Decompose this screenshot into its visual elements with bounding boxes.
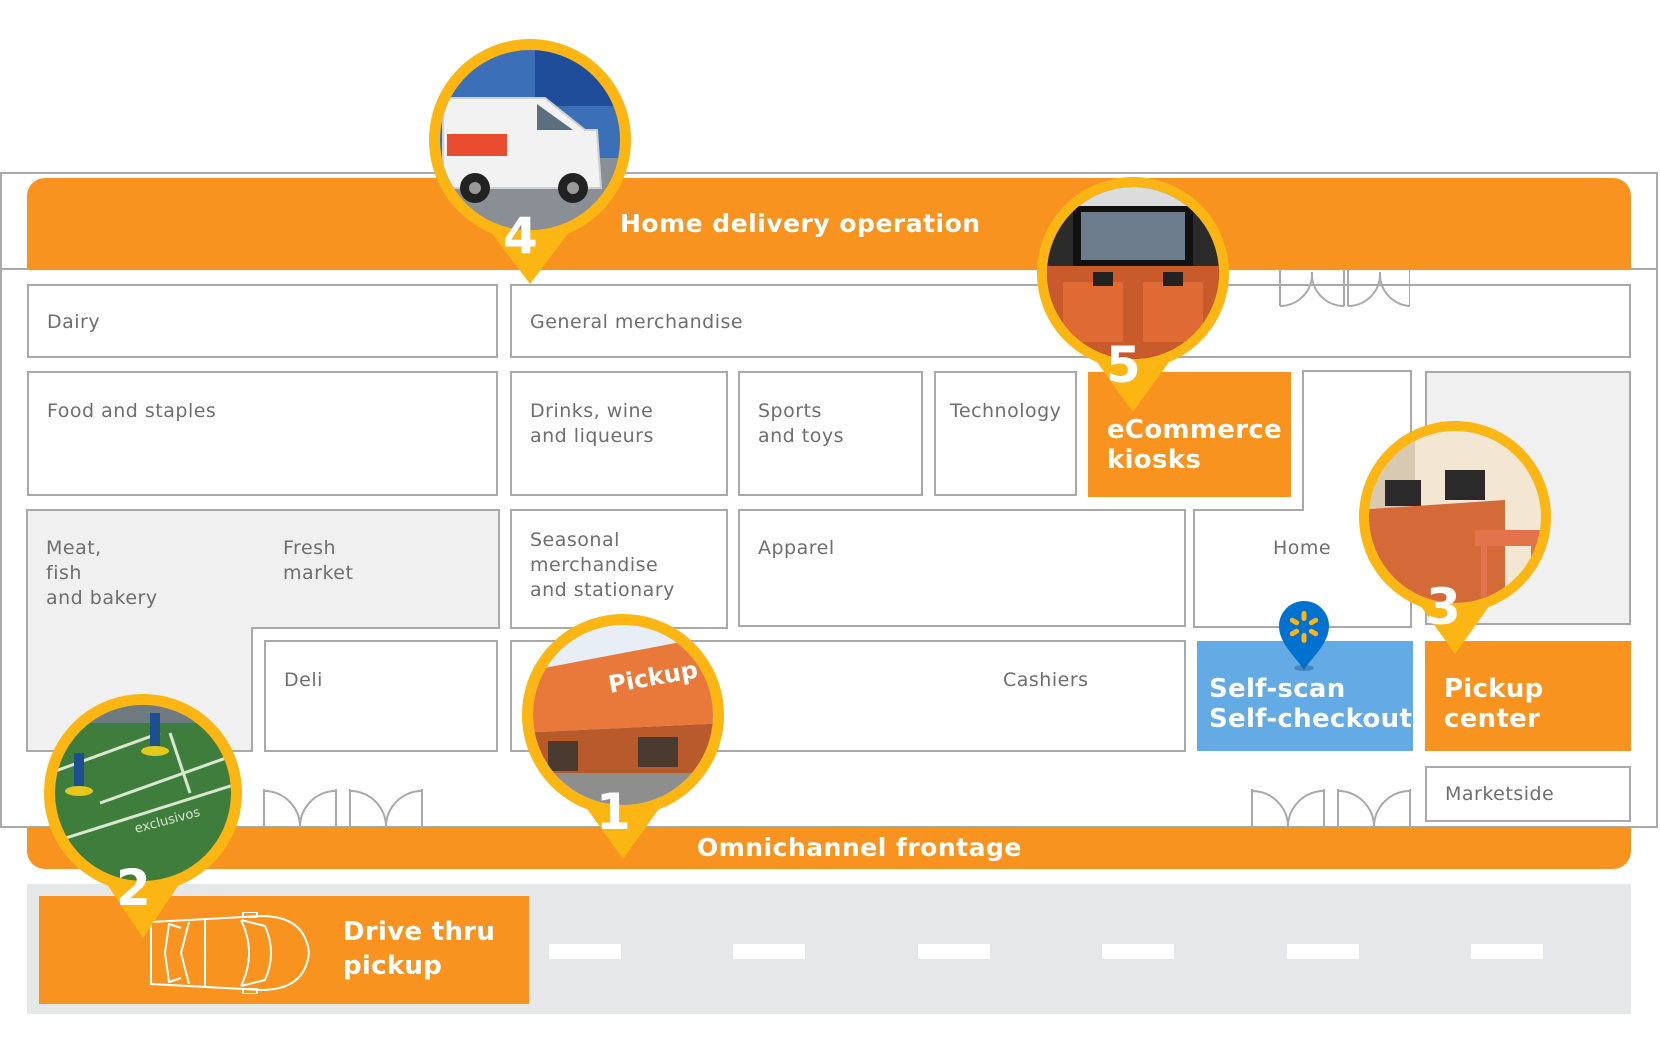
home-delivery-label: Home delivery operation (620, 209, 981, 238)
marker-pickup-center: 3 (1359, 421, 1551, 654)
dept-fresh-market-label: Fresh market (283, 537, 354, 584)
car-icon (150, 912, 311, 994)
walmart-spark-pin-icon (1279, 601, 1329, 671)
dept-label: Drinks, wine and liqueurs (530, 400, 654, 447)
pickup-center-box: Pickup center (1425, 641, 1631, 751)
dept-meat-fresh-outline (26, 509, 500, 752)
self-scan-label: Self-scan Self-checkout (1209, 674, 1413, 734)
ecommerce-kiosks-box: eCommerce kiosks (1088, 372, 1291, 497)
dept-label: Technology (950, 400, 1062, 422)
drive-thru-label: Drive thru pickup (343, 917, 496, 981)
dept-label: General merchandise (530, 311, 744, 333)
dept-seasonal: Seasonal merchandise and stationary (510, 509, 728, 629)
lane-dash (1471, 944, 1543, 959)
marker-number: 2 (116, 859, 151, 917)
home-delivery-band: Home delivery operation (27, 178, 1631, 270)
dept-drinks: Drinks, wine and liqueurs (510, 371, 728, 496)
marker-home-delivery: 4 (429, 39, 631, 284)
dept-label: Deli (284, 669, 323, 691)
lane-dash (549, 944, 621, 959)
dept-label: Marketside (1445, 783, 1555, 805)
marker-ecommerce-kiosks: 5 (1037, 177, 1229, 412)
door-icon (1279, 270, 1410, 308)
omnichannel-label: Omnichannel frontage (697, 833, 1022, 862)
dept-sports: Sports and toys (738, 371, 923, 496)
marker-number: 4 (503, 207, 538, 265)
dept-marketside: Marketside (1425, 766, 1631, 822)
dept-label: Food and staples (47, 400, 217, 422)
lane-dash (1287, 944, 1359, 959)
marker-pickup-storefront: Pickup 1 (522, 614, 724, 859)
door-icon (263, 789, 423, 827)
dept-meat-label: Meat, fish and bakery (46, 537, 158, 609)
marker-drive-thru: exclusivos 2 (44, 694, 242, 938)
door-icon (1251, 789, 1411, 827)
marker-number: 3 (1426, 578, 1461, 636)
dept-label: Apparel (758, 537, 835, 559)
marker-number: 1 (596, 783, 631, 841)
dept-label: Cashiers (1003, 669, 1089, 691)
lane-dash (733, 944, 805, 959)
marker-number: 5 (1106, 336, 1141, 394)
omnichannel-band: Omnichannel frontage (27, 827, 1631, 869)
dept-technology: Technology (934, 371, 1077, 496)
dept-home-label: Home (1273, 537, 1332, 559)
lane-dash (918, 944, 990, 959)
dept-apparel: Apparel (738, 509, 1186, 627)
dept-label: Sports and toys (758, 400, 845, 447)
drive-thru-box: Drive thru pickup (39, 896, 529, 1004)
dept-food-staples: Food and staples (27, 371, 498, 496)
lane-dash (1102, 944, 1174, 959)
dept-label: Dairy (47, 311, 101, 333)
dept-dairy: Dairy (27, 284, 498, 358)
dept-label: Seasonal merchandise and stationary (530, 529, 675, 601)
dept-home-outline (1193, 370, 1412, 628)
ecommerce-kiosks-label: eCommerce kiosks (1107, 415, 1282, 475)
dept-deli: Deli (264, 640, 498, 752)
pickup-center-label: Pickup center (1444, 674, 1544, 734)
